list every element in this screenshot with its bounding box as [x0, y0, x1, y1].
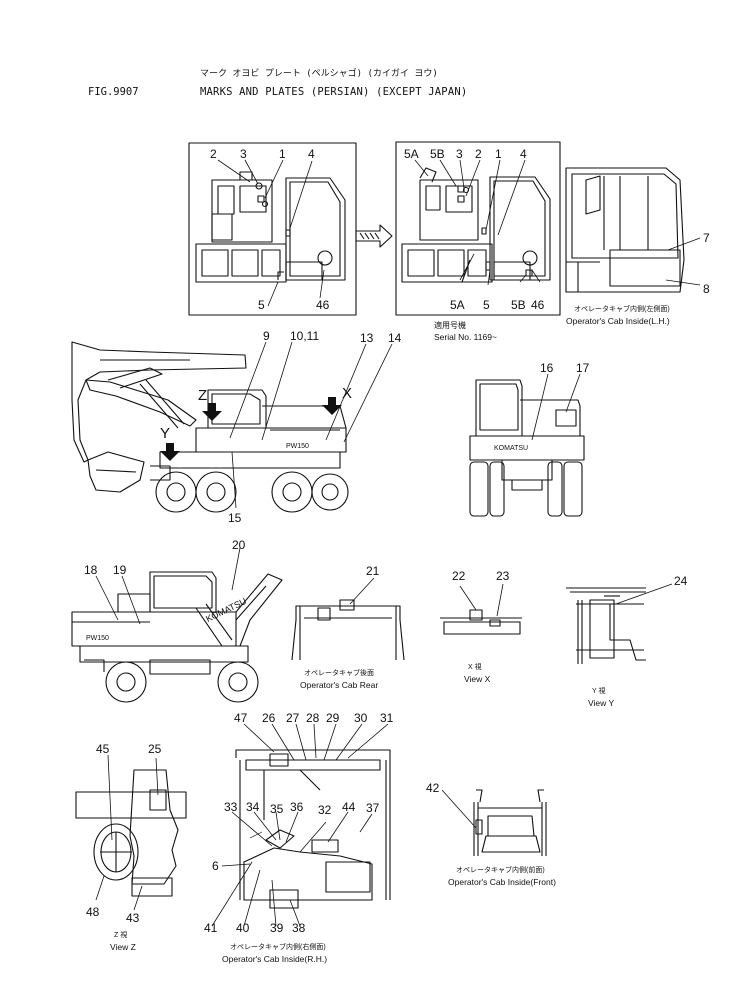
excavator-side-view — [71, 341, 349, 513]
callout: 22 — [452, 569, 466, 583]
arrow-label-x: X — [342, 385, 352, 402]
callout: 5 — [258, 298, 265, 312]
cab-front-caption: Operator's Cab Inside(Front) — [448, 877, 556, 887]
title-jp: マーク オヨビ プレート (ペルシャゴ) (カイガイ ヨウ) — [200, 69, 438, 79]
callout: 21 — [366, 564, 380, 578]
callout: 1 — [495, 147, 502, 161]
callout: 18 — [84, 563, 98, 577]
callout: 2 — [475, 147, 482, 161]
callout: 14 — [388, 331, 402, 345]
callout: 8 — [703, 282, 710, 296]
cab-lh-caption: Operator's Cab Inside(L.H.) — [566, 316, 670, 326]
figure-number: FIG.9907 — [88, 86, 139, 98]
callout: 5A — [450, 298, 465, 312]
callout: 5A — [404, 147, 419, 161]
cab-lh-caption-jp: オペレータキャブ内側(左側面) — [574, 306, 670, 313]
callout: 32 — [318, 803, 332, 817]
callout: 19 — [113, 563, 127, 577]
callout: 5B — [430, 147, 445, 161]
cab-rear-caption: Operator's Cab Rear — [300, 680, 379, 690]
cab-rear-caption-jp: オペレータキャブ後面 — [304, 670, 374, 677]
callout: 7 — [703, 231, 710, 245]
callout: 34 — [246, 800, 260, 814]
view-y-caption-jp: Y 視 — [592, 688, 606, 695]
cab-inside-rh-drawing — [235, 749, 391, 909]
callout: 47 — [234, 711, 248, 725]
callout: 27 — [286, 711, 300, 725]
callout: 6 — [212, 859, 219, 873]
callout: 10,11 — [290, 329, 319, 343]
callout: 5B — [511, 298, 526, 312]
excavator-rear-view — [469, 379, 585, 517]
callout: 9 — [263, 329, 270, 343]
model-plate-other-side: PW150 — [86, 635, 109, 642]
callout: 40 — [236, 921, 250, 935]
view-y-drawing — [566, 587, 646, 664]
view-x-caption-jp: X 視 — [468, 664, 482, 671]
callout: 28 — [306, 711, 320, 725]
callout: 20 — [232, 538, 246, 552]
view-z-caption: View Z — [110, 942, 136, 952]
callout: 1 — [279, 147, 286, 161]
callout: 29 — [326, 711, 340, 725]
callout: 13 — [360, 331, 374, 345]
callout: 43 — [126, 911, 140, 925]
serial-label-jp: 適用号機 — [434, 321, 466, 330]
callout: 42 — [426, 781, 440, 795]
callout: 46 — [531, 298, 545, 312]
callout: 35 — [270, 802, 284, 816]
callout: 37 — [366, 801, 380, 815]
callout: 3 — [456, 147, 463, 161]
callout: 44 — [342, 800, 356, 814]
callout: 16 — [540, 361, 554, 375]
view-z-drawing — [75, 769, 187, 897]
callout: 41 — [204, 921, 218, 935]
view-direction-arrows — [160, 397, 342, 461]
cab-rear-drawing — [291, 599, 405, 661]
callout: 3 — [240, 147, 247, 161]
brand-plate-rear: KOMATSU — [494, 445, 528, 452]
cab-left-view-panel-serial — [395, 141, 561, 316]
view-y-caption: View Y — [588, 698, 615, 708]
callout: 25 — [148, 742, 162, 756]
callout: 15 — [228, 511, 242, 525]
callout: 5 — [483, 298, 490, 312]
leader-lines — [95, 159, 701, 927]
view-x-drawing — [440, 609, 522, 635]
view-z-caption-jp: Z 視 — [114, 932, 128, 939]
callout: 33 — [224, 800, 238, 814]
view-x-caption: View X — [464, 674, 491, 684]
callout: 39 — [270, 921, 284, 935]
arrow-label-y: Y — [160, 425, 170, 442]
callout: 38 — [292, 921, 306, 935]
callout: 17 — [576, 361, 590, 375]
callout: 46 — [316, 298, 330, 312]
serial-number: Serial No. 1169~ — [434, 332, 497, 342]
callout-numbers: 2 3 1 4 5 46 5A 5B 3 2 1 4 5A 5 5B 46 7 … — [84, 147, 710, 935]
callout: 24 — [674, 574, 688, 588]
callout: 31 — [380, 711, 394, 725]
cab-front-caption-jp: オペレータキャブ内側(前面) — [456, 867, 545, 874]
arrow-letter-labels: Z Y X — [160, 385, 352, 442]
model-plate-side: PW150 — [286, 443, 309, 450]
arrow-label-z: Z — [198, 387, 207, 404]
callout: 2 — [210, 147, 217, 161]
callout: 26 — [262, 711, 276, 725]
cab-left-view-panel — [188, 142, 357, 316]
callout: 36 — [290, 800, 304, 814]
transition-arrow — [355, 224, 393, 248]
cab-inside-lh-drawing — [565, 167, 685, 293]
callout: 45 — [96, 742, 110, 756]
excavator-other-side-view — [71, 571, 283, 703]
cab-inside-front-drawing — [473, 789, 547, 856]
page-title: MARKS AND PLATES (PERSIAN) (EXCEPT JAPAN… — [200, 86, 468, 98]
callout: 48 — [86, 905, 100, 919]
callout: 23 — [496, 569, 510, 583]
cab-rh-caption: Operator's Cab Inside(R.H.) — [222, 954, 328, 964]
cab-rh-caption-jp: オペレータキャブ内側(右側面) — [230, 944, 326, 951]
callout: 4 — [520, 147, 527, 161]
callout: 30 — [354, 711, 368, 725]
callout: 4 — [308, 147, 315, 161]
